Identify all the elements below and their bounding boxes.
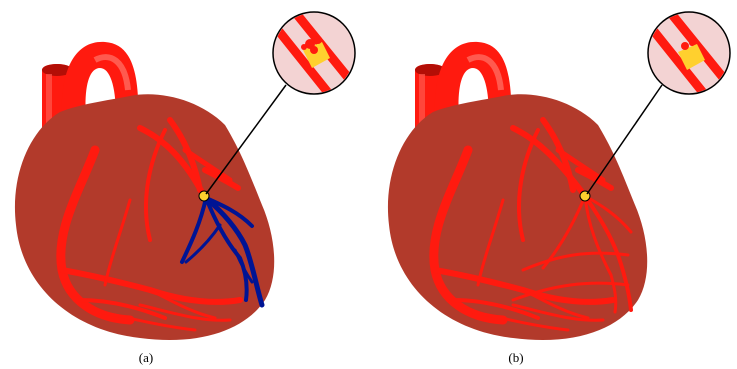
panel-label-a: (a) (139, 350, 153, 365)
magnifier-callout-b (648, 12, 730, 95)
panel-b: (b) (388, 12, 730, 365)
panel-a: (a) (15, 12, 355, 365)
panel-label-b: (b) (508, 350, 523, 365)
magnifier-callout-a (273, 12, 355, 95)
